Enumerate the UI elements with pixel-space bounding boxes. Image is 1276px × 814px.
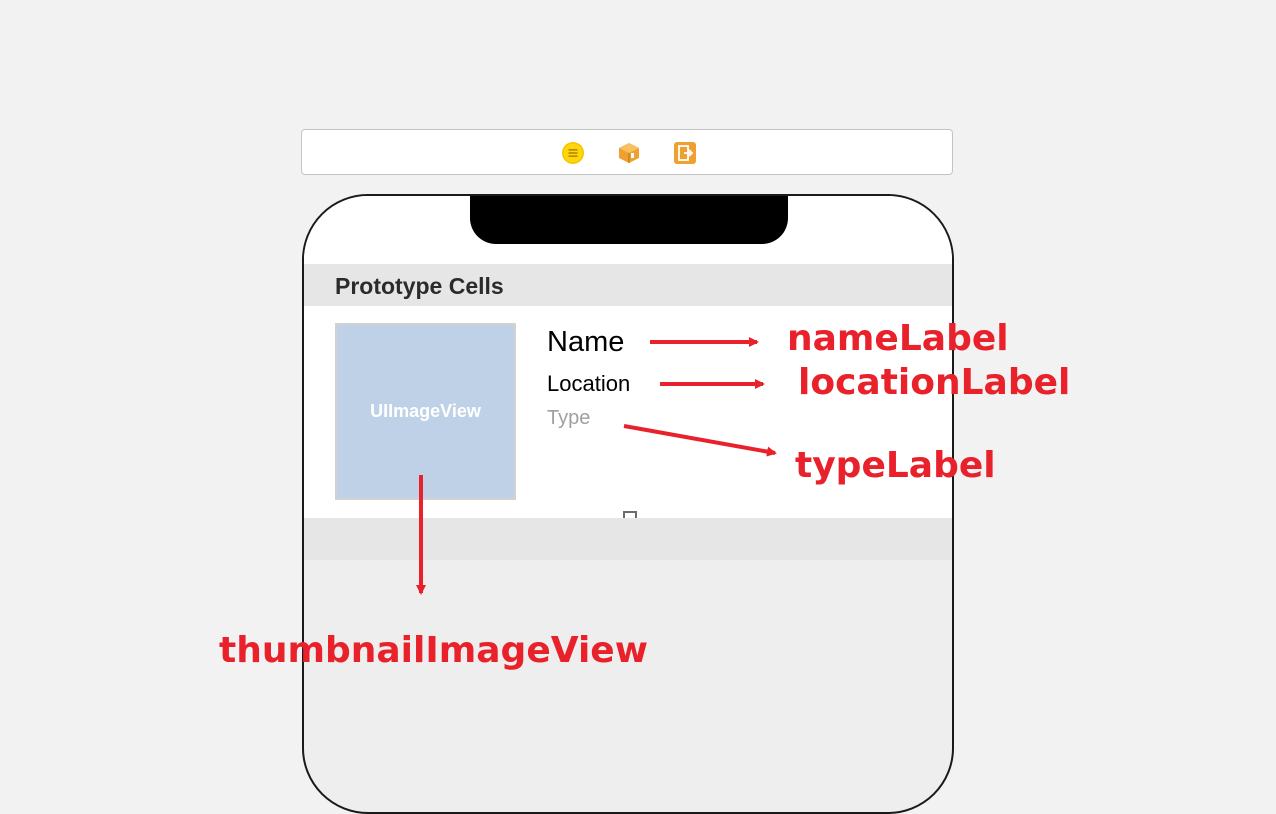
name-label-annotation: nameLabel: [787, 318, 1009, 359]
device-notch: [470, 196, 788, 244]
view-controller-icon[interactable]: [562, 142, 584, 164]
prototype-cells-header: Prototype Cells: [304, 264, 952, 306]
type-label[interactable]: Type: [547, 407, 591, 429]
location-label[interactable]: Location: [547, 371, 631, 396]
table-footer-band: [304, 518, 952, 560]
thumbnail-image-view[interactable]: UIImageView: [335, 323, 516, 500]
name-label[interactable]: Name: [547, 326, 625, 358]
prototype-cell[interactable]: UIImageView Name Location Type: [304, 306, 952, 525]
section-title: Prototype Cells: [335, 273, 504, 299]
first-responder-icon[interactable]: [618, 142, 640, 164]
location-label-annotation: locationLabel: [798, 362, 1071, 403]
exit-icon[interactable]: [674, 142, 696, 164]
type-label-annotation: typeLabel: [795, 445, 996, 486]
iphone-canvas: Prototype Cells UIImageView Name Locatio…: [302, 194, 954, 814]
thumbnail-annotation: thumbnailImageView: [219, 630, 648, 671]
thumbnail-placeholder-text: UIImageView: [370, 401, 481, 421]
scene-dock: [301, 129, 953, 175]
